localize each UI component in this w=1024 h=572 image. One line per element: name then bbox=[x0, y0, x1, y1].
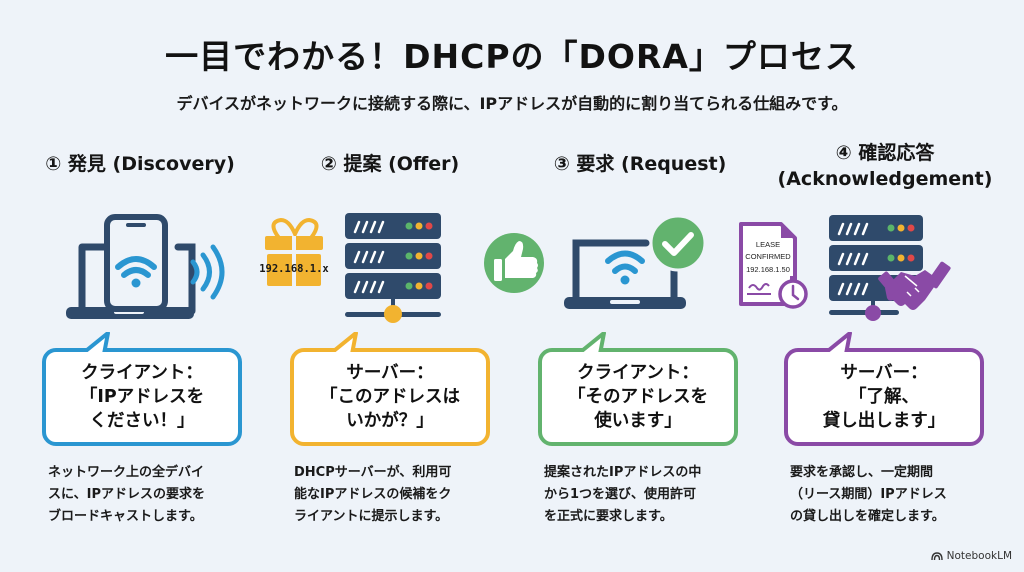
svg-text:CONFIRMED: CONFIRMED bbox=[745, 252, 791, 261]
step-2-title: ② 提案 (Offer) bbox=[320, 153, 460, 175]
step-4-description: 要求を承認し、一定期間 （リース期間）IPアドレス の貸し出しを確定します。 bbox=[790, 465, 947, 524]
bubble-tail bbox=[328, 332, 360, 354]
svg-text:192.168.1.50: 192.168.1.50 bbox=[746, 265, 790, 274]
svg-text:LEASE: LEASE bbox=[756, 240, 780, 249]
bubble-tail bbox=[822, 332, 854, 354]
step-4-title: ④ 確認応答 (Acknowledgement) bbox=[760, 140, 1010, 192]
bubble-tail bbox=[576, 332, 608, 354]
step-3-bubble-text: クライアント： 「そのアドレスを 使います」 bbox=[568, 363, 708, 431]
step-1-description: ネットワーク上の全デバイ スに、IPアドレスの要求を ブロードキャストします。 bbox=[48, 465, 205, 524]
step-4-bubble-text: サーバー： 「了解、 貸し出します」 bbox=[822, 363, 946, 431]
step-4-title-line2: (Acknowledgement) bbox=[777, 168, 993, 190]
step-2-description: DHCPサーバーが、利用可 能なIPアドレスの候補をク ライアントに提示します。 bbox=[294, 465, 452, 524]
gift-server-icon: 192.168.1.x bbox=[259, 213, 441, 323]
page-title: 一目でわかる！DHCPの「DORA」プロセス bbox=[165, 37, 859, 76]
step-3-speech-bubble: クライアント： 「そのアドレスを 使います」 bbox=[538, 332, 738, 446]
step-2-bubble-text: サーバー： 「このアドレスは いかが？」 bbox=[320, 363, 460, 431]
step-1-bubble-text: クライアント： 「IPアドレスを ください！」 bbox=[79, 363, 205, 431]
step-1-title: ① 発見 (Discovery) bbox=[45, 153, 235, 175]
brand-label: NotebookLM bbox=[946, 550, 1012, 562]
svg-text:192.168.1.x: 192.168.1.x bbox=[259, 263, 329, 275]
step-4-title-line1: ④ 確認応答 bbox=[835, 142, 935, 164]
step-3-title: ③ 要求 (Request) bbox=[553, 153, 727, 175]
laptop-phone-wifi-broadcast-icon bbox=[66, 214, 225, 319]
lease-document-server-handshake-icon: LEASE CONFIRMED 192.168.1.50 bbox=[739, 215, 951, 321]
page-subtitle: デバイスがネットワークに接続する際に、IPアドレスが自動的に割り当てられる仕組み… bbox=[176, 94, 848, 113]
step-4-speech-bubble: サーバー： 「了解、 貸し出します」 bbox=[784, 332, 984, 446]
thumbs-up-laptop-check-icon bbox=[484, 215, 707, 309]
notebooklm-logo-icon bbox=[930, 552, 943, 561]
step-3-description: 提案されたIPアドレスの中 から1つを選び、使用許可 を正式に要求します。 bbox=[544, 465, 702, 524]
bubble-tail bbox=[80, 332, 112, 354]
notebooklm-brand: NotebookLM bbox=[930, 550, 1012, 562]
step-2-speech-bubble: サーバー： 「このアドレスは いかが？」 bbox=[290, 332, 490, 446]
step-1-speech-bubble: クライアント： 「IPアドレスを ください！」 bbox=[42, 332, 242, 446]
